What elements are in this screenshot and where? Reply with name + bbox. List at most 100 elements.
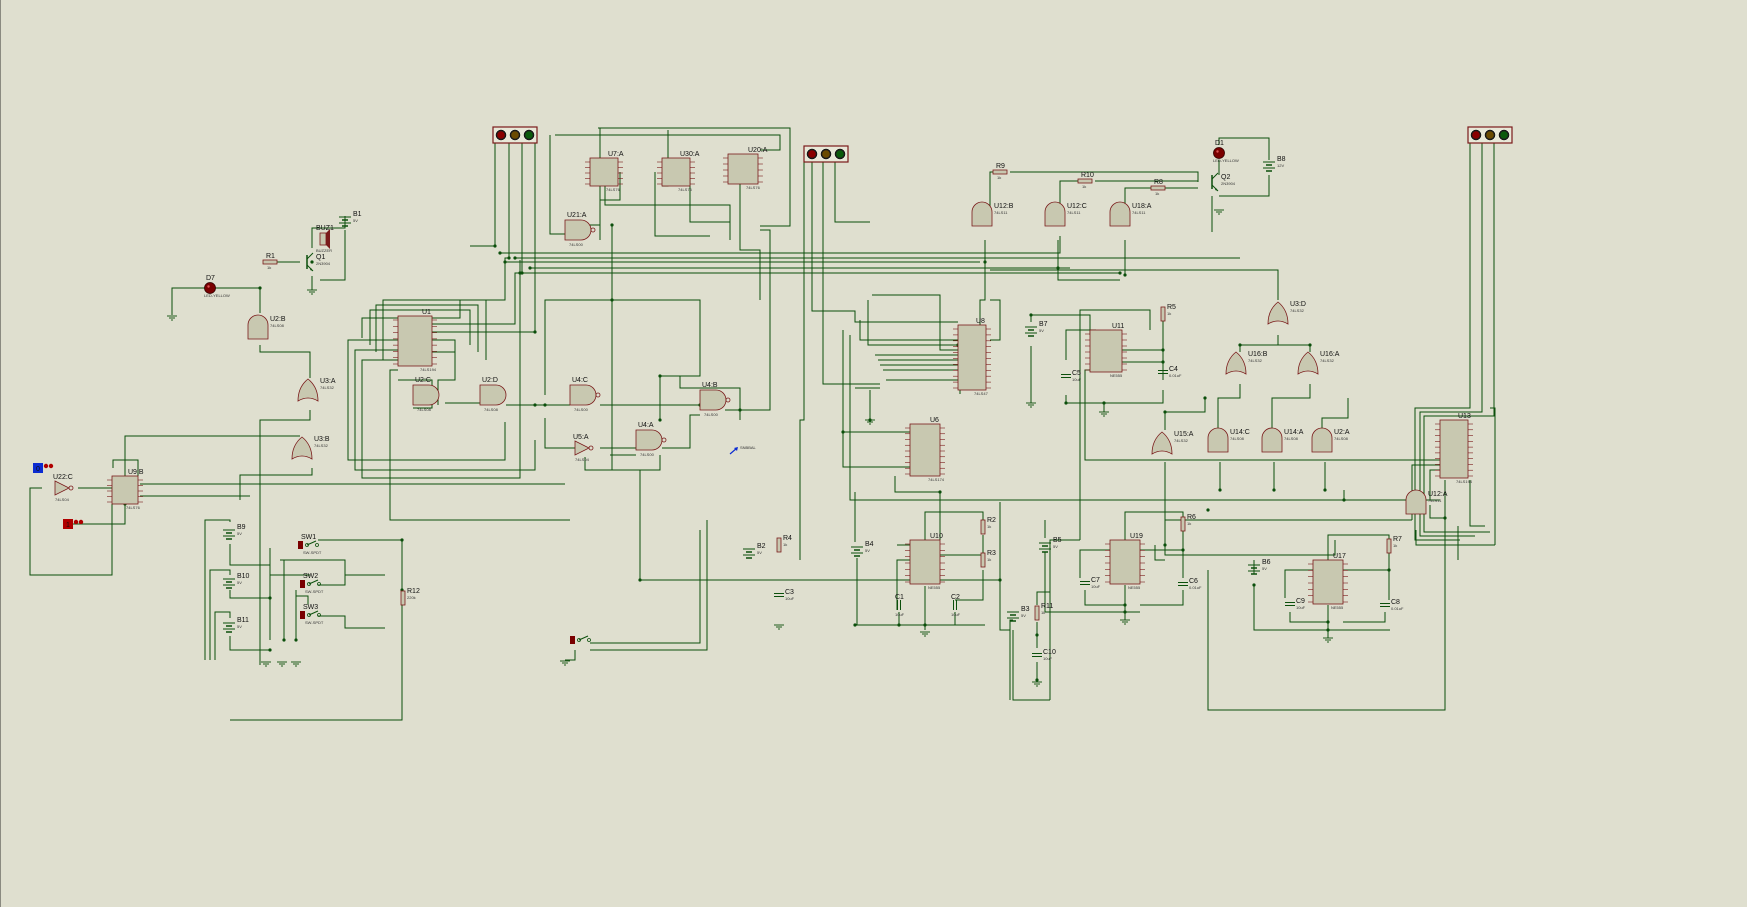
junction (294, 638, 298, 642)
component-ref: B4 (865, 541, 874, 548)
wire (662, 414, 700, 449)
component-ref: U18:A (1132, 203, 1152, 210)
component-value: 74LS08 (484, 407, 499, 412)
wire (1271, 384, 1311, 430)
wire (230, 605, 403, 721)
component-tl2[interactable] (803, 145, 849, 163)
component-value: 74LS08 (417, 407, 432, 412)
component-ref: B6 (1262, 559, 1271, 566)
component-tl1[interactable] (492, 126, 538, 144)
component-value: 5V (237, 531, 242, 536)
component-lc0[interactable]: 0 (33, 463, 54, 473)
wire (318, 539, 403, 590)
component-c8[interactable]: C80.01uF (1380, 599, 1404, 611)
wire (1009, 619, 1013, 700)
component-value: 1k (1082, 184, 1086, 189)
wire (544, 299, 701, 395)
wire (894, 476, 941, 540)
component-tl3[interactable] (1467, 126, 1513, 144)
component-value: 74LS00 (574, 407, 589, 412)
component-value: 5V (237, 624, 242, 629)
component-c4[interactable]: C40.01uF (1158, 366, 1182, 378)
component-sw4[interactable] (570, 635, 591, 644)
component-c6[interactable]: C60.01uF (1178, 578, 1202, 590)
component-lc1[interactable]: 1 (63, 519, 84, 529)
component-value: LED-YELLOW (1213, 158, 1239, 163)
